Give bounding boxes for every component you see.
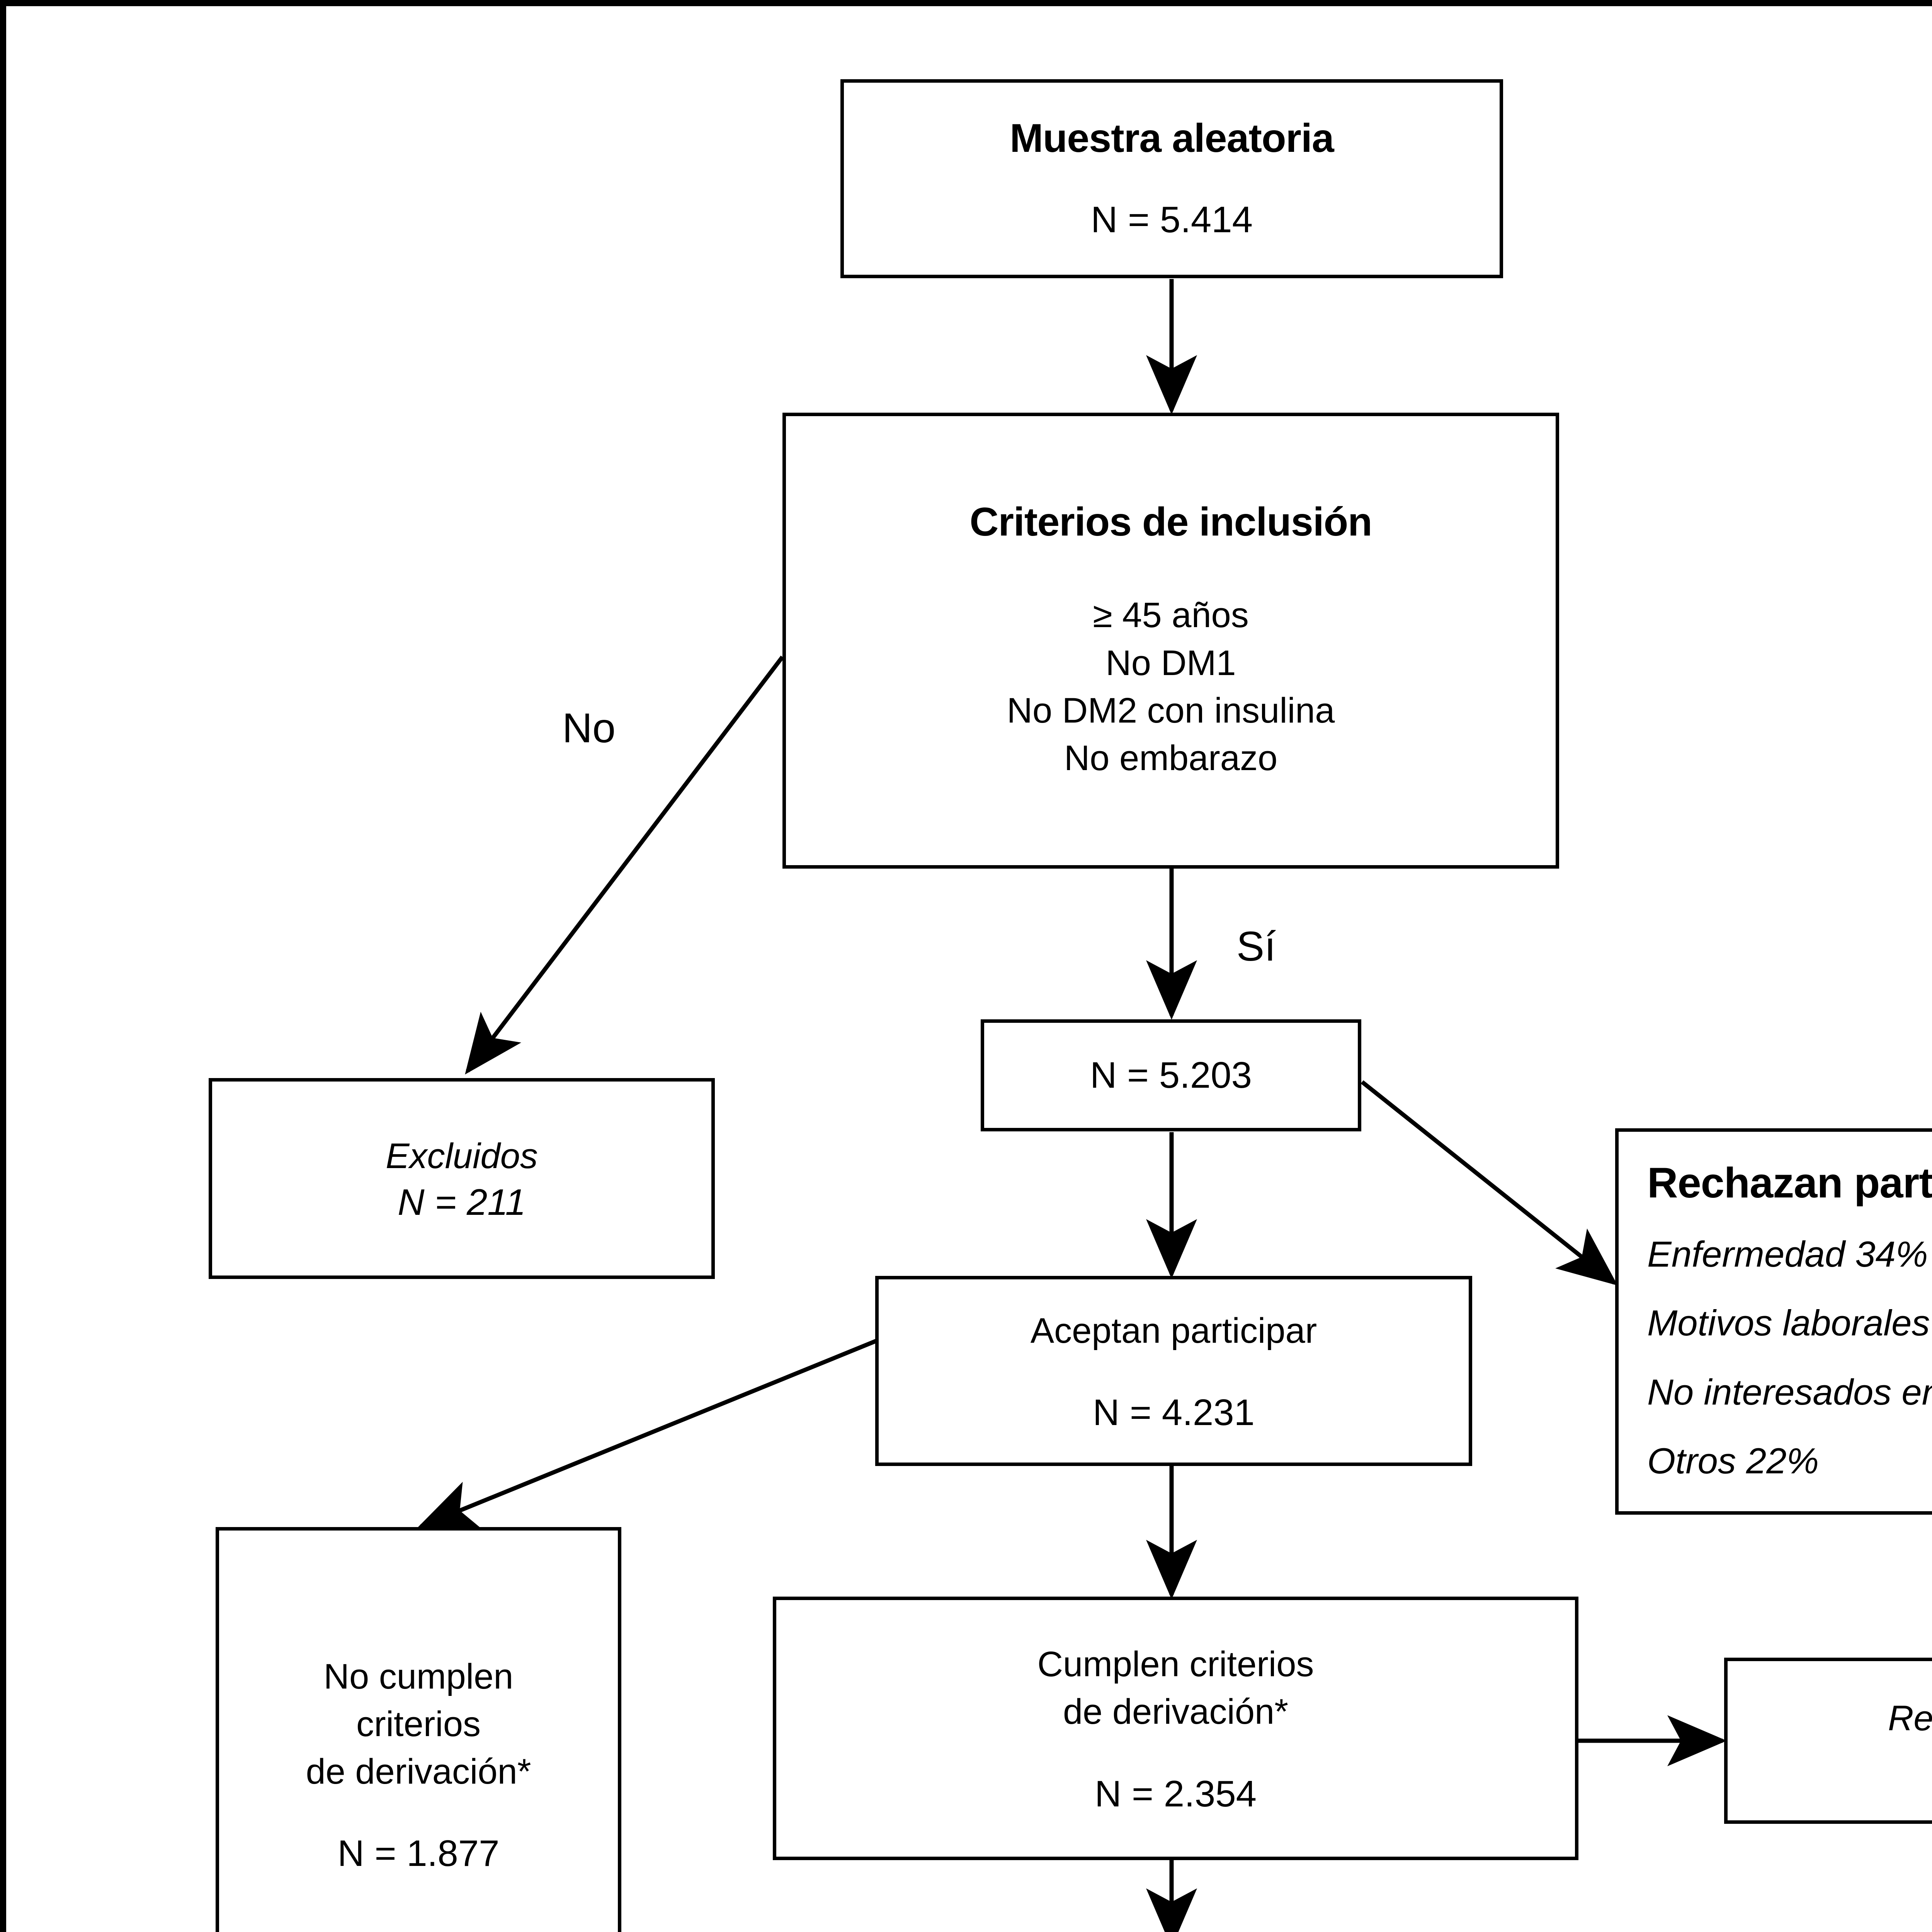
- node-excluidos[interactable]: Excluidos N = 211: [209, 1078, 715, 1279]
- node-rechazan-ser-derivados[interactable]: Rechazan ser derivados N = 224: [1724, 1658, 1932, 1824]
- node-count: N = 1.877: [337, 1833, 500, 1874]
- reason-item: Otros 22%: [1647, 1440, 1819, 1481]
- node-title: Cumplen criterios de derivación*: [1037, 1645, 1314, 1732]
- node-title: Muestra aleatoria: [1010, 116, 1334, 161]
- reason-item: No interesados en estudio 18%: [1647, 1371, 1932, 1412]
- node-count: N = 5.414: [1091, 199, 1253, 240]
- node-title: Rechazan ser derivados: [1888, 1698, 1932, 1738]
- node-title: Rechazan participar N = 972: [1647, 1159, 1932, 1207]
- node-rechazan-participar[interactable]: Rechazan participar N = 972 Enfermedad 3…: [1615, 1128, 1932, 1515]
- node-criterios-inclusion[interactable]: Criterios de inclusión ≥ 45 años No DM1 …: [782, 413, 1559, 869]
- node-no-cumplen-criterios[interactable]: No cumplen criterios de derivación* N = …: [216, 1527, 621, 1932]
- node-title: Excluidos: [386, 1136, 538, 1176]
- node-title: Aceptan participar: [1030, 1311, 1317, 1350]
- edge-label-no: No: [562, 704, 616, 751]
- node-incluidos-count[interactable]: N = 5.203: [981, 1019, 1361, 1131]
- edge-label-si: Sí: [1236, 923, 1276, 969]
- reason-item: Motivos laborales 26%: [1647, 1303, 1932, 1344]
- node-count: N = 211: [398, 1182, 526, 1223]
- node-count: N = 2.354: [1095, 1773, 1257, 1815]
- node-cumplen-criterios[interactable]: Cumplen criterios de derivación* N = 2.3…: [773, 1597, 1578, 1860]
- node-criteria-list: ≥ 45 años No DM1 No DM2 con insulina No …: [1007, 595, 1335, 778]
- reason-item: Enfermedad 34%: [1647, 1233, 1928, 1274]
- node-count: N = 4.231: [1093, 1392, 1255, 1434]
- node-title: No cumplen criterios de derivación*: [306, 1656, 531, 1792]
- node-count: N = 5.203: [1090, 1054, 1252, 1096]
- node-title: Criterios de inclusión: [969, 499, 1372, 544]
- node-aceptan-participar[interactable]: Aceptan participar N = 4.231: [875, 1276, 1472, 1466]
- node-muestra-aleatoria[interactable]: Muestra aleatoria N = 5.414: [840, 79, 1503, 278]
